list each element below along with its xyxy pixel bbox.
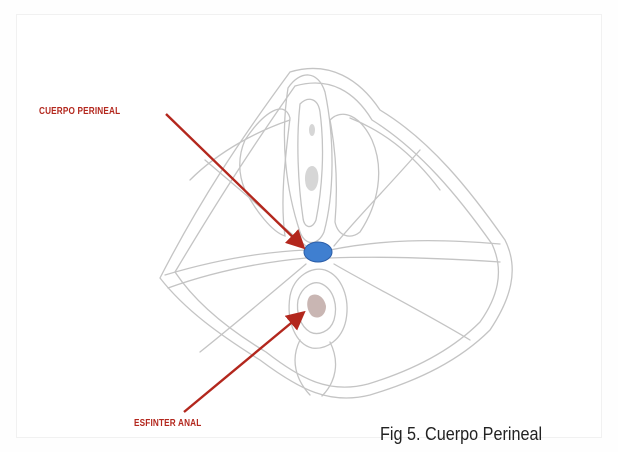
right-ischial-line: [350, 118, 440, 190]
oblique-band-lower-right: [334, 264, 470, 340]
outline-sketch: [160, 68, 512, 398]
figure-caption: Fig 5. Cuerpo Perineal: [380, 424, 542, 445]
perineal-body-marker: [304, 242, 332, 262]
urethral-opening: [309, 124, 315, 136]
anal-opening: [307, 294, 326, 317]
perineal-body-arrow: [166, 114, 302, 246]
anal-sphincter-label: ESFINTER ANAL: [134, 418, 201, 429]
anal-sphincter-arrow: [184, 314, 302, 412]
outer-contour: [160, 68, 512, 398]
oblique-band-lower-left: [200, 264, 306, 352]
upper-central-shape: [284, 75, 332, 243]
perineal-body-label: CUERPO PERINEAL: [39, 106, 120, 117]
left-labial-fold: [240, 109, 290, 236]
upper-inner-shape: [298, 99, 323, 226]
transverse-band-left-bottom: [168, 258, 306, 288]
transverse-band-right-bottom: [330, 257, 500, 262]
coccyx-line-right: [322, 342, 336, 396]
right-labial-fold: [330, 114, 379, 236]
transverse-band-right-top: [330, 241, 500, 250]
oblique-band-upper-left: [205, 160, 306, 246]
vaginal-opening: [305, 166, 318, 191]
outer-contour-inner: [175, 83, 498, 387]
oblique-band-upper-right: [334, 150, 420, 246]
